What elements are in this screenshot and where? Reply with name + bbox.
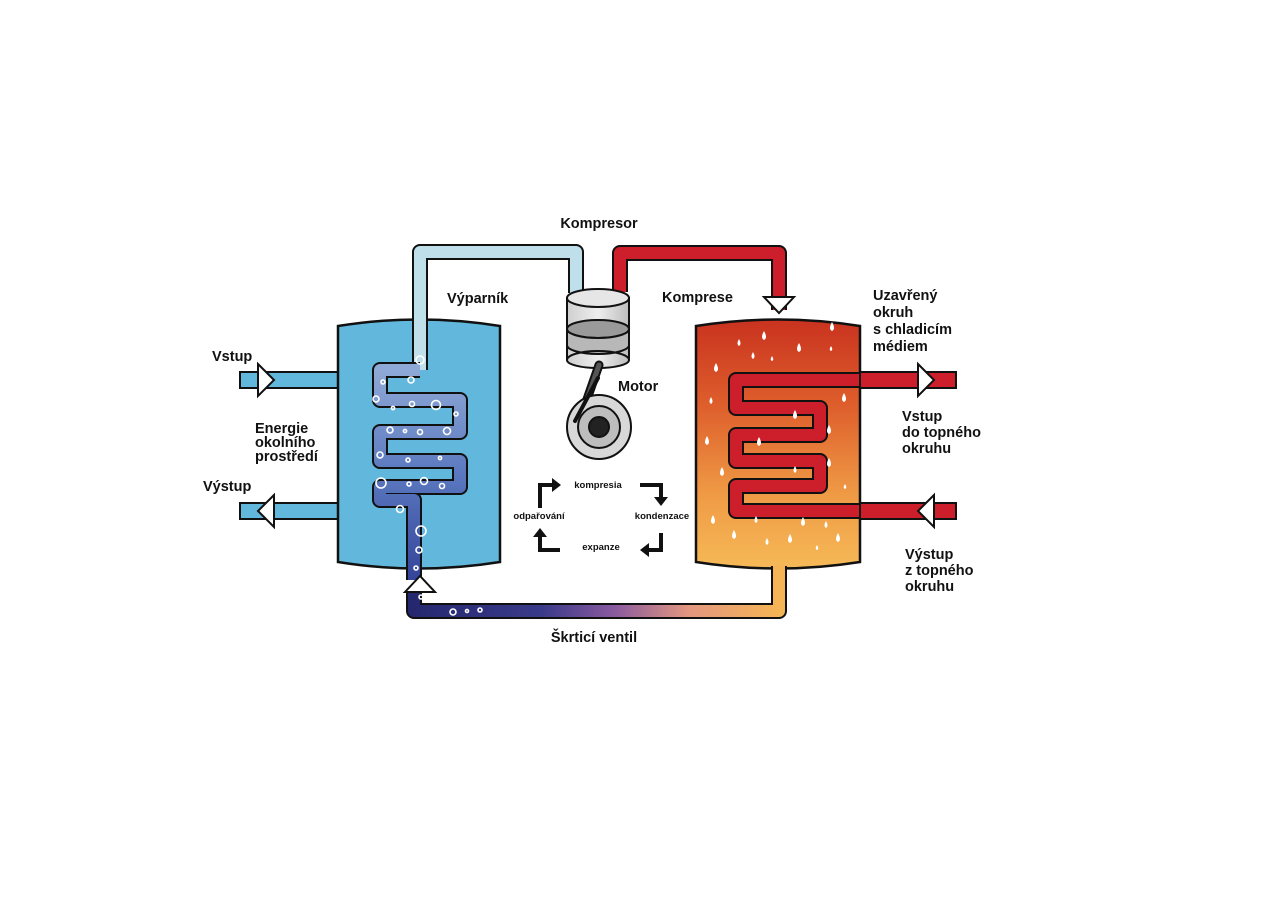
condensation-droplets: [705, 322, 847, 550]
heating-inlet-label: Vstup do topného okruhu: [902, 409, 985, 457]
evaporator-label: Výparník: [447, 291, 509, 307]
compression-label: Komprese: [662, 290, 733, 306]
arrow-right-icon: [917, 361, 936, 399]
ambient-inlet-pipe: [239, 361, 341, 399]
condenser-coil: [728, 372, 922, 519]
cycle-evaporation-label: odpařování: [513, 511, 565, 522]
cycle-condensation-label: kondenzace: [635, 511, 689, 522]
closed-circuit-label: Uzavřený okruh s chladicím médiem: [873, 288, 956, 355]
compressor-label: Kompresor: [560, 216, 638, 232]
ambient-energy-label: Energie okolního prostředí: [255, 421, 319, 465]
arrow-up-icon: [402, 574, 438, 593]
compressor: [566, 288, 630, 369]
evaporation-bubbles: [372, 355, 483, 616]
arrow-left-icon: [256, 492, 275, 530]
return-pipe: [406, 566, 787, 619]
arrow-down-icon: [761, 296, 797, 315]
outlet-left-label: Výstup: [203, 479, 251, 495]
evaporator-coil: [372, 362, 468, 580]
inlet-left-label: Vstup: [212, 349, 252, 365]
ambient-outlet-pipe: [239, 492, 341, 530]
cycle-arrows: [533, 478, 668, 557]
motor: [566, 360, 632, 460]
condenser-tank: [694, 318, 862, 570]
heating-outlet-label: Výstup z topného okruhu: [905, 547, 978, 595]
throttle-valve-label: Škrticí ventil: [551, 628, 637, 646]
heating-circuit-pipes: [859, 361, 957, 530]
cycle-expansion-label: expanze: [582, 542, 620, 553]
arrow-right-icon: [257, 361, 276, 399]
motor-label: Motor: [618, 379, 659, 395]
arrow-left-icon: [916, 492, 935, 530]
cycle-compression-label: kompresia: [574, 480, 622, 491]
